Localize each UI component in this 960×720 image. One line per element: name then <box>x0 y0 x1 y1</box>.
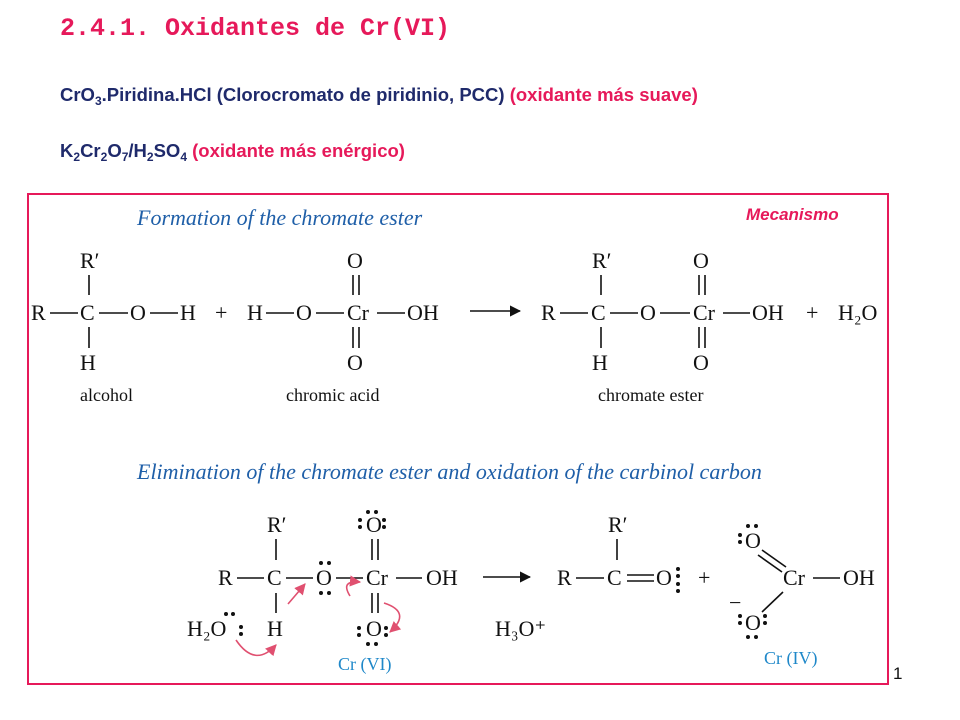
section-title-elimination: Elimination of the chromate ester and ox… <box>136 459 762 484</box>
pcc-line: CrO3.Piridina.HCl (Clorocromato de pirid… <box>60 84 698 108</box>
formula-subscript: 7 <box>121 150 129 164</box>
atom-o: O <box>296 300 312 325</box>
atom-r-prime: R′ <box>592 248 612 273</box>
dichromate-formula: K2Cr2O7/H2SO4 <box>60 140 187 164</box>
atom-o: O <box>693 248 709 273</box>
atom-o: O <box>366 616 382 641</box>
pcc-note: (oxidante más suave) <box>509 84 698 105</box>
atom-o: O <box>656 565 672 590</box>
atom-c: C <box>267 565 282 590</box>
ester-intermediate-structure: R′ R C O Cr OH O O H H₂O <box>187 510 458 657</box>
water-molecule: H₂O <box>187 616 226 641</box>
formula-part: CrO <box>60 84 95 105</box>
formula-part: /H <box>128 140 147 161</box>
atom-r: R <box>218 565 233 590</box>
plus-sign: + <box>806 300 818 325</box>
dichromate-line: K2Cr2O7/H2SO4 (oxidante más enérgico) <box>60 140 405 164</box>
atom-o: O <box>640 300 656 325</box>
plus-sign: + <box>698 565 710 590</box>
chromium-iv-structure: O Cr OH O − <box>729 524 875 639</box>
plus-sign: + <box>215 300 227 325</box>
slide-title: 2.4.1. Oxidantes de Cr(VI) <box>60 14 451 43</box>
atom-cr: Cr <box>783 565 806 590</box>
atom-o: O <box>693 350 709 375</box>
alcohol-structure: R′ R C O H H <box>31 248 196 375</box>
label-chromate-ester: chromate ester <box>598 385 703 405</box>
pcc-formula: CrO3.Piridina.HCl (Clorocromato de pirid… <box>60 84 505 108</box>
atom-oh: OH <box>426 565 458 590</box>
atom-h: H <box>267 616 283 641</box>
section-title-formation: Formation of the chromate ester <box>136 205 423 230</box>
mechanism-label: Mecanismo <box>746 205 839 224</box>
label-alcohol: alcohol <box>80 385 133 405</box>
atom-r: R <box>541 300 556 325</box>
atom-oh: OH <box>752 300 784 325</box>
atom-c: C <box>591 300 606 325</box>
atom-o: O <box>130 300 146 325</box>
atom-r-prime: R′ <box>80 248 100 273</box>
hydronium-ion: H₃O⁺ <box>495 616 546 641</box>
atom-h: H <box>247 300 263 325</box>
formula-part: K <box>60 140 74 161</box>
label-chromic-acid: chromic acid <box>286 385 379 405</box>
label-cr4: Cr (IV) <box>764 648 817 669</box>
atom-oh: OH <box>843 565 875 590</box>
water-molecule: H₂O <box>838 300 877 325</box>
page-number: 1 <box>893 664 903 683</box>
formula-part: SO <box>153 140 181 161</box>
dichromate-note: (oxidante más enérgico) <box>192 140 405 161</box>
formula-subscript: 2 <box>146 150 154 164</box>
atom-c: C <box>80 300 95 325</box>
atom-o: O <box>366 512 382 537</box>
atom-cr: Cr <box>347 300 370 325</box>
atom-cr: Cr <box>693 300 716 325</box>
formula-part: O <box>107 140 122 161</box>
formula-subscript: 4 <box>180 150 187 164</box>
negative-charge: − <box>729 590 741 615</box>
atom-o: O <box>347 350 363 375</box>
formula-subscript: 2 <box>100 150 108 164</box>
atom-oh: OH <box>407 300 439 325</box>
atom-o: O <box>745 528 761 553</box>
atom-r: R <box>31 300 46 325</box>
atom-h: H <box>80 350 96 375</box>
atom-r-prime: R′ <box>267 512 287 537</box>
mechanism-frame <box>27 193 889 685</box>
atom-o: O <box>745 610 761 635</box>
atom-o: O <box>316 565 332 590</box>
formula-part: .Piridina.HCl (Clorocromato de piridinio… <box>101 84 505 105</box>
atom-r: R <box>557 565 572 590</box>
atom-r-prime: R′ <box>608 512 628 537</box>
formula-subscript: 2 <box>73 150 81 164</box>
chromate-ester-structure: R′ R C O Cr OH O O H <box>541 248 784 375</box>
atom-c: C <box>607 565 622 590</box>
atom-cr: Cr <box>366 565 389 590</box>
label-cr6: Cr (VI) <box>338 654 391 675</box>
atom-o: O <box>347 248 363 273</box>
ketone-structure: R′ R C O <box>557 512 680 593</box>
chromic-acid-structure: H O Cr OH O O <box>247 248 439 375</box>
formula-part: Cr <box>80 140 101 161</box>
formula-subscript: 3 <box>94 94 102 108</box>
atom-h: H <box>592 350 608 375</box>
atom-h: H <box>180 300 196 325</box>
